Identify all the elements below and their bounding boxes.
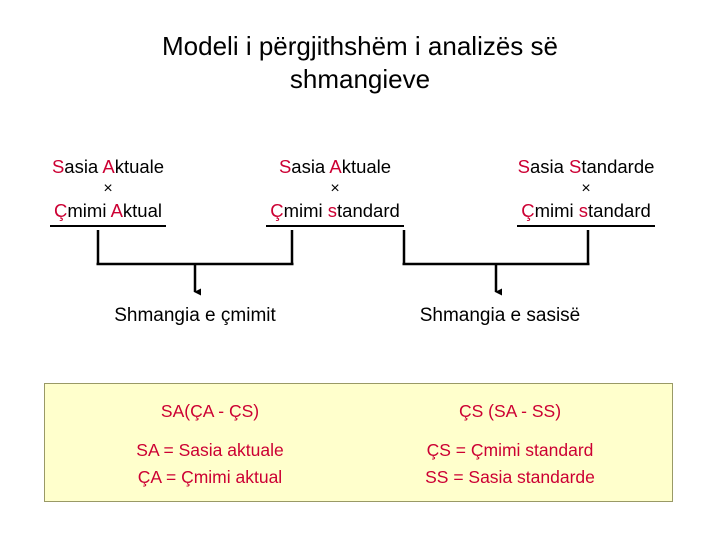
formula-2-denominator-word2: tandard [337,200,400,222]
formula-3-numerator: Sasia Standarde [470,155,702,179]
legend-left-row-1: SA = Sasia aktuale [136,440,284,460]
formula-2-numerator-initial: S [278,156,292,177]
legend-abbreviations-left: SA = Sasia aktuale ÇA = Çmimi aktual [60,437,360,491]
formula-2-operator: × [330,179,340,197]
formula-actual-quantity-standard-price: Sasia Aktuale × Çmimi standard [222,155,448,227]
formula-1-denominator-word2: ktual [122,200,162,222]
formula-1-denominator-word1: mimi [67,200,111,222]
formula-3-operator: × [581,179,591,197]
formula-actual-quantity-actual-price: Sasia Aktuale × Çmimi Aktual [8,155,208,227]
formula-3-numerator-word2: tandarde [581,156,655,177]
formula-2-denominator-initial: Ç [270,200,284,222]
formula-1-denominator-initial2: A [110,200,123,222]
connector-quantity-variance [402,230,590,296]
legend-left-row-2: ÇA = Çmimi aktual [137,467,283,488]
formula-1-numerator-initial: S [51,156,65,177]
formula-1-numerator-initial2: A [102,156,115,177]
formula-2-numerator-word1: asia [291,156,330,177]
formula-2-denominator-word1: mimi [283,200,328,222]
formula-1-denominator-wrap: Çmimi Aktual [8,199,208,227]
formula-1-denominator: Çmimi Aktual [50,199,166,227]
formula-2-numerator-initial2: A [329,156,342,177]
formula-2-numerator-word2: ktuale [341,156,392,177]
formula-3-denominator-wrap: Çmimi standard [470,199,702,227]
formula-3-numerator-word1: asia [529,156,570,177]
formula-1-denominator-initial: Ç [54,200,68,222]
formula-3-denominator-word2: tandard [588,200,651,222]
page-title-line-1: Modeli i përgjithshëm i analizës së [162,31,558,61]
page-title-line-2: shmangieve [289,63,431,94]
legend-right-row-1: ÇS = Çmimi standard [426,440,594,460]
formula-2-denominator: Çmimi standard [266,199,404,227]
formula-2-numerator: Sasia Aktuale [222,155,448,179]
formula-3-denominator-initial: Ç [521,200,535,222]
formula-3-numerator-initial: S [517,156,530,177]
connector-price-variance [96,230,294,296]
formula-3-numerator-initial2: S [569,156,582,177]
page-title: Modeli i përgjithshëm i analizës së shma… [0,30,720,95]
formula-1-numerator: Sasia Aktuale [8,155,208,179]
formula-1-numerator-word2: ktuale [114,156,165,177]
legend-formula-quantity: ÇS (SA - SS) [458,401,562,421]
formula-2-denominator-initial2: s [327,200,338,222]
formula-3-denominator-word1: mimi [534,200,579,222]
label-quantity-variance: Shmangia e sasisë [419,305,581,326]
formula-2-denominator-wrap: Çmimi standard [222,199,448,227]
legend-right-row-2: SS = Sasia standarde [425,467,595,488]
legend-box [44,383,673,502]
legend-abbreviations-right: ÇS = Çmimi standard SS = Sasia standarde [360,437,660,491]
formula-1-operator: × [103,179,113,197]
legend-formula-price: SA(ÇA - ÇS) [160,401,260,421]
formula-3-denominator-initial2: s [578,200,589,222]
formula-standard-quantity-standard-price: Sasia Standarde × Çmimi standard [470,155,702,227]
formula-3-denominator: Çmimi standard [517,199,655,227]
label-price-variance: Shmangia e çmimit [114,305,276,326]
formula-1-numerator-word1: asia [64,156,103,177]
